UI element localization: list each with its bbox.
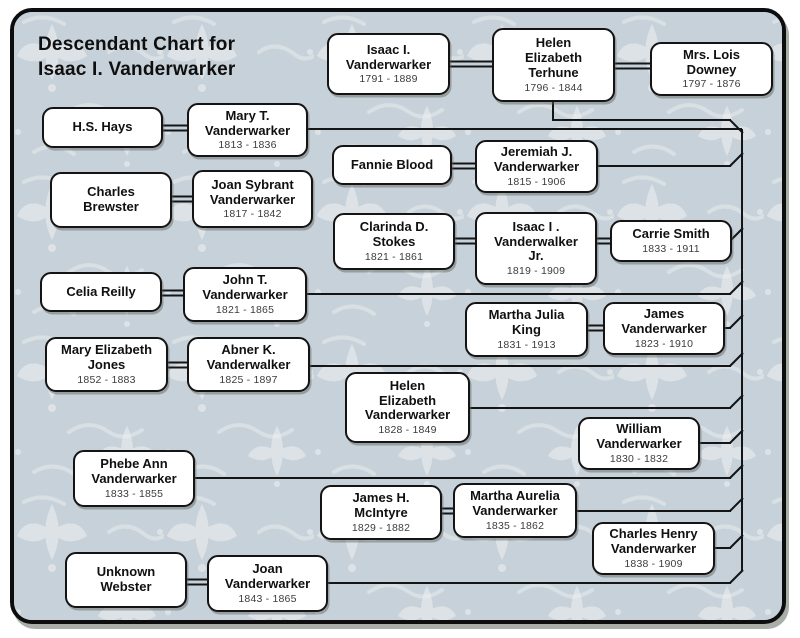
parent-drop-chamfer xyxy=(729,119,744,134)
chart-title-line2: Isaac I. Vanderwarker xyxy=(38,58,236,80)
child-chamfer xyxy=(729,429,744,444)
person-dates: 1828 - 1849 xyxy=(378,424,437,437)
person-dates: 1791 - 1889 xyxy=(359,73,418,86)
person-dates: 1833 - 1855 xyxy=(104,487,164,500)
person-box-hs-hays: H.S. Hays xyxy=(42,107,163,148)
child-chamfer xyxy=(729,464,744,479)
person-name: Jeremiah J.Vanderwarker xyxy=(493,144,580,174)
person-name: Celia Reilly xyxy=(66,283,136,299)
person-name: Mary T.Vanderwarker xyxy=(204,107,291,138)
person-box-celia-reilly: Celia Reilly xyxy=(40,272,162,312)
person-name: John T.Vanderwarker xyxy=(202,272,288,302)
chart-title: Descendant Chart for Isaac I. Vanderwark… xyxy=(38,33,236,82)
person-name: Isaac I.Vanderwarker xyxy=(345,41,432,72)
person-dates: 1815 - 1906 xyxy=(507,175,566,188)
child-chamfer xyxy=(729,152,744,167)
person-dates: 1838 - 1909 xyxy=(624,557,683,570)
person-name: Abner K.Vanderwalker xyxy=(206,342,291,372)
person-box-fannie-blood: Fannie Blood xyxy=(332,145,452,185)
child-chamfer xyxy=(729,227,744,242)
child-chamfer xyxy=(729,394,744,409)
person-name: H.S. Hays xyxy=(72,119,133,135)
child-chamfer xyxy=(729,534,744,549)
child-chamfer xyxy=(729,497,744,512)
person-dates: 1829 - 1882 xyxy=(351,521,411,534)
child-chamfer xyxy=(729,569,744,584)
person-dates: 1821 - 1865 xyxy=(215,303,275,316)
person-dates: 1852 - 1883 xyxy=(77,373,136,386)
person-dates: 1833 - 1911 xyxy=(642,242,700,255)
person-dates: 1813 - 1836 xyxy=(218,139,277,152)
person-dates: 1796 - 1844 xyxy=(524,81,583,94)
person-name: Carrie Smith xyxy=(632,226,710,242)
person-dates: 1823 - 1910 xyxy=(634,337,694,350)
person-name: Fannie Blood xyxy=(350,156,434,172)
child-chamfer xyxy=(729,314,744,329)
child-chamfer xyxy=(729,352,744,367)
person-name: James H.McIntyre xyxy=(352,490,410,520)
person-dates: 1819 - 1909 xyxy=(506,265,566,278)
person-dates: 1817 - 1842 xyxy=(223,208,282,221)
person-dates: 1843 - 1865 xyxy=(238,592,297,605)
person-dates: 1830 - 1832 xyxy=(609,452,669,465)
person-dates: 1831 - 1913 xyxy=(497,338,556,351)
person-dates: 1821 - 1861 xyxy=(364,250,424,263)
person-dates: 1825 - 1897 xyxy=(219,373,278,386)
person-name: Clarinda D.Stokes xyxy=(359,219,429,249)
person-dates: 1797 - 1876 xyxy=(682,78,741,91)
child-chamfer xyxy=(729,280,744,295)
person-dates: 1835 - 1862 xyxy=(485,519,545,532)
chart-title-line1: Descendant Chart for xyxy=(38,34,236,55)
